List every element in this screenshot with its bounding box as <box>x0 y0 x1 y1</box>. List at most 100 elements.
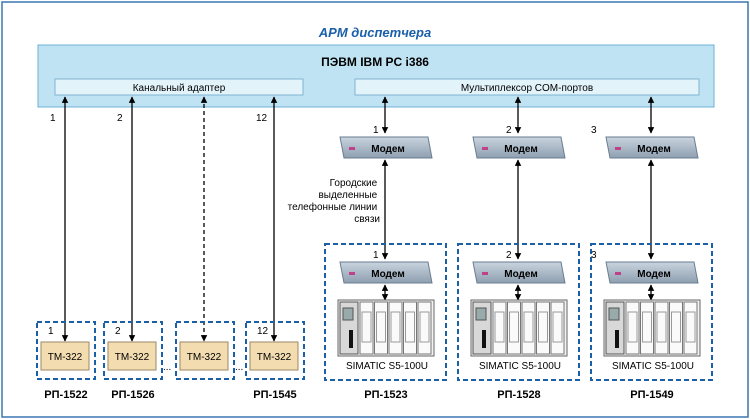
modem-bottom-1: Модем <box>339 261 433 284</box>
modem-top-3: Модем <box>605 136 699 159</box>
plc-io-window <box>419 311 430 343</box>
plc-io-module <box>640 301 654 355</box>
plc-io-window <box>552 311 563 343</box>
tm-device-label-3: ТМ-322 <box>187 352 222 363</box>
plc-cpu-panel <box>475 307 487 321</box>
plc-io-module <box>521 301 536 355</box>
plc-io-module <box>683 301 698 355</box>
plc-io-module <box>654 301 669 355</box>
modem-label: Модем <box>371 269 404 280</box>
tm-device-label-2: ТМ-322 <box>115 352 150 363</box>
station-name-s5-2: РП-1528 <box>497 389 540 401</box>
station-frame-tm-3 <box>175 321 235 380</box>
plc-label-1: SIMATIC S5-100U <box>346 361 428 372</box>
station-num-s5-1: 1 <box>373 250 379 261</box>
station-frame-s5-3 <box>590 243 713 381</box>
modem-top-2: Модем <box>472 136 566 159</box>
plc-io-window <box>376 311 386 343</box>
plc-io-module <box>507 301 521 355</box>
phone-lines-note-line: выделенные <box>318 190 377 201</box>
modem-label: Модем <box>637 269 670 280</box>
modem-bottom-3: Модем <box>605 261 699 284</box>
mux-num-2: 2 <box>506 125 512 136</box>
plc-label-3: SIMATIC S5-100U <box>612 361 694 372</box>
plc-cpu-slot <box>482 330 486 348</box>
plc-cpu-slot <box>349 330 353 348</box>
modem-label: Модем <box>504 269 537 280</box>
plc-cpu-slot <box>615 330 619 348</box>
station-name-tm-4: РП-1545 <box>253 389 296 401</box>
ellipsis-1: ... <box>163 362 171 373</box>
phone-lines-note: Городские выделенные телефонные линии св… <box>288 178 380 225</box>
channel-adapter-box <box>54 78 304 96</box>
plc-io-module <box>550 301 565 355</box>
plc-io-window <box>656 311 667 343</box>
modem-bottom-2: Модем <box>472 261 566 284</box>
plc-cpu-panel <box>608 307 620 321</box>
phone-lines-note-line: Городские <box>330 178 378 189</box>
plc-io-window <box>509 311 519 343</box>
diagram-title: АРМ диспетчера <box>318 25 431 40</box>
mux-num-3: 3 <box>591 125 597 136</box>
plc-io-module <box>403 301 417 355</box>
modem-label: Модем <box>504 144 537 155</box>
plc-io-window <box>685 311 696 343</box>
station-frame-tm-4 <box>245 321 305 380</box>
pc-box <box>37 44 715 108</box>
plc-rack-1 <box>337 299 435 357</box>
tm-device-label-1: ТМ-322 <box>48 352 83 363</box>
station-frame-tm-1 <box>36 321 96 380</box>
plc-io-window <box>671 311 681 343</box>
pc-label: ПЭВМ IBM PC i386 <box>321 55 429 69</box>
station-frame-s5-2 <box>457 243 580 381</box>
com-mux-box <box>354 78 700 96</box>
plc-label-2: SIMATIC S5-100U <box>479 361 561 372</box>
plc-io-module <box>388 301 403 355</box>
station-num-tm-2: 2 <box>115 326 121 337</box>
station-frame-tm-2 <box>103 321 163 380</box>
phone-lines-note-line: телефонные линии <box>288 201 378 213</box>
com-mux-label: Мультиплексор COM-портов <box>461 83 593 94</box>
plc-io-window <box>494 311 505 343</box>
plc-io-window <box>523 311 534 343</box>
tm-device-4 <box>249 341 299 371</box>
plc-io-window <box>390 311 401 343</box>
modem-label: Модем <box>371 144 404 155</box>
station-name-s5-3: РП-1549 <box>630 389 673 401</box>
tm-device-3 <box>179 341 229 371</box>
ellipsis-2: ... <box>235 362 243 373</box>
mux-num-1: 1 <box>373 125 379 136</box>
modem-top-1: Модем <box>339 136 433 159</box>
station-num-tm-1: 1 <box>48 326 54 337</box>
plc-io-module <box>536 301 550 355</box>
plc-io-module <box>625 301 640 355</box>
station-frame-s5-1 <box>324 243 447 381</box>
modem-label: Модем <box>637 144 670 155</box>
station-name-tm-2: РП-1526 <box>111 389 154 401</box>
plc-rack-3 <box>603 299 701 357</box>
plc-io-module <box>669 301 683 355</box>
plc-cpu-panel <box>342 307 354 321</box>
station-num-s5-2: 2 <box>506 250 512 261</box>
station-num-s5-3: 3 <box>591 250 597 261</box>
plc-io-window <box>627 311 638 343</box>
station-name-tm-1: РП-1522 <box>44 389 87 401</box>
phone-lines-note-line: связи <box>354 214 380 225</box>
station-name-s5-1: РП-1523 <box>364 389 407 401</box>
plc-rack-2 <box>470 299 568 357</box>
channel-num-1: 1 <box>50 113 56 124</box>
tm-device-1 <box>40 341 90 371</box>
plc-io-module <box>417 301 432 355</box>
plc-io-window <box>361 311 372 343</box>
channel-num-12: 12 <box>256 113 268 124</box>
plc-io-module <box>374 301 388 355</box>
tm-device-2 <box>107 341 157 371</box>
plc-io-window <box>642 311 652 343</box>
channel-num-2: 2 <box>117 113 123 124</box>
tm-device-label-4: ТМ-322 <box>257 352 292 363</box>
plc-io-window <box>538 311 548 343</box>
plc-io-module <box>359 301 374 355</box>
plc-io-module <box>492 301 507 355</box>
